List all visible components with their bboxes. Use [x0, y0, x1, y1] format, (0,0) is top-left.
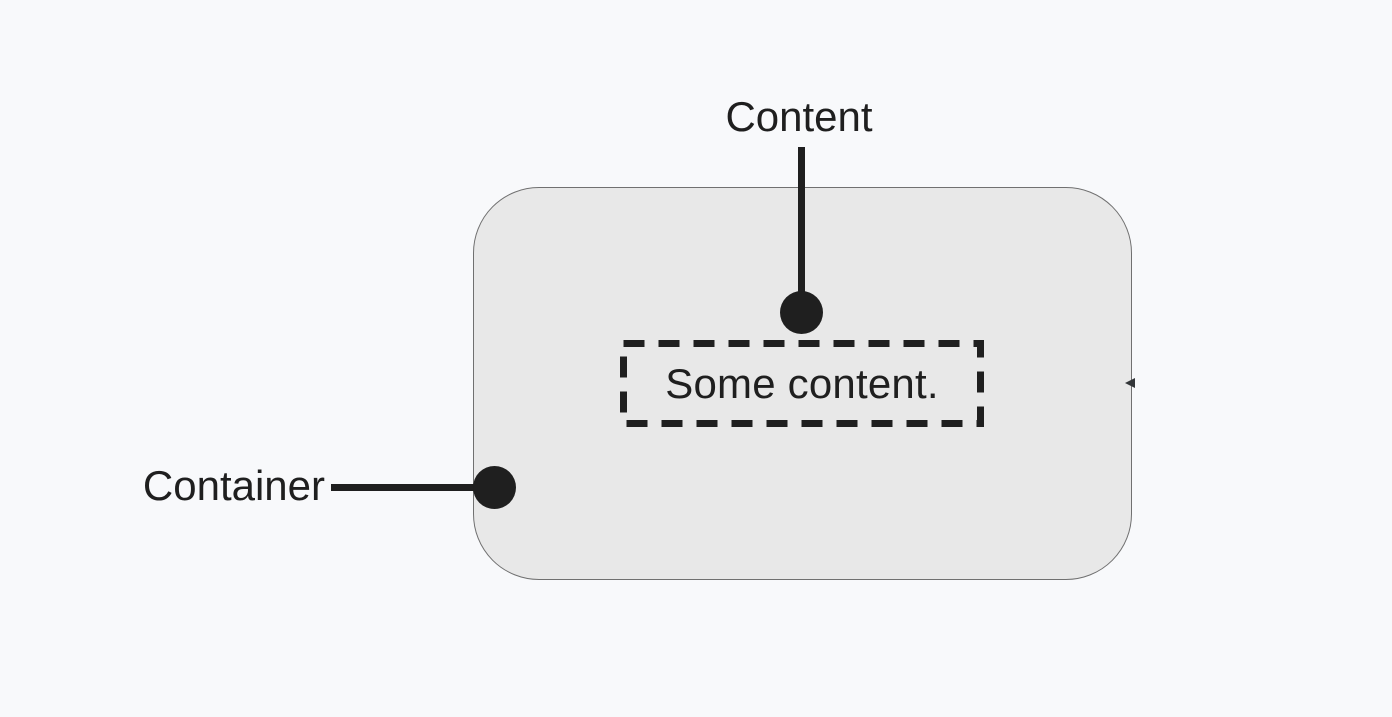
content-box: Some content. — [620, 340, 984, 427]
content-anchor-dot — [780, 291, 823, 334]
content-text: Some content. — [665, 359, 939, 407]
dashed-border — [620, 340, 984, 427]
container-leader-line — [331, 484, 493, 491]
container-label: Container — [142, 462, 325, 509]
container-anchor-dot — [473, 466, 516, 509]
content-label: Content — [725, 93, 873, 140]
content-leader-line — [798, 147, 805, 316]
cursor-pointer-icon — [1125, 378, 1135, 388]
